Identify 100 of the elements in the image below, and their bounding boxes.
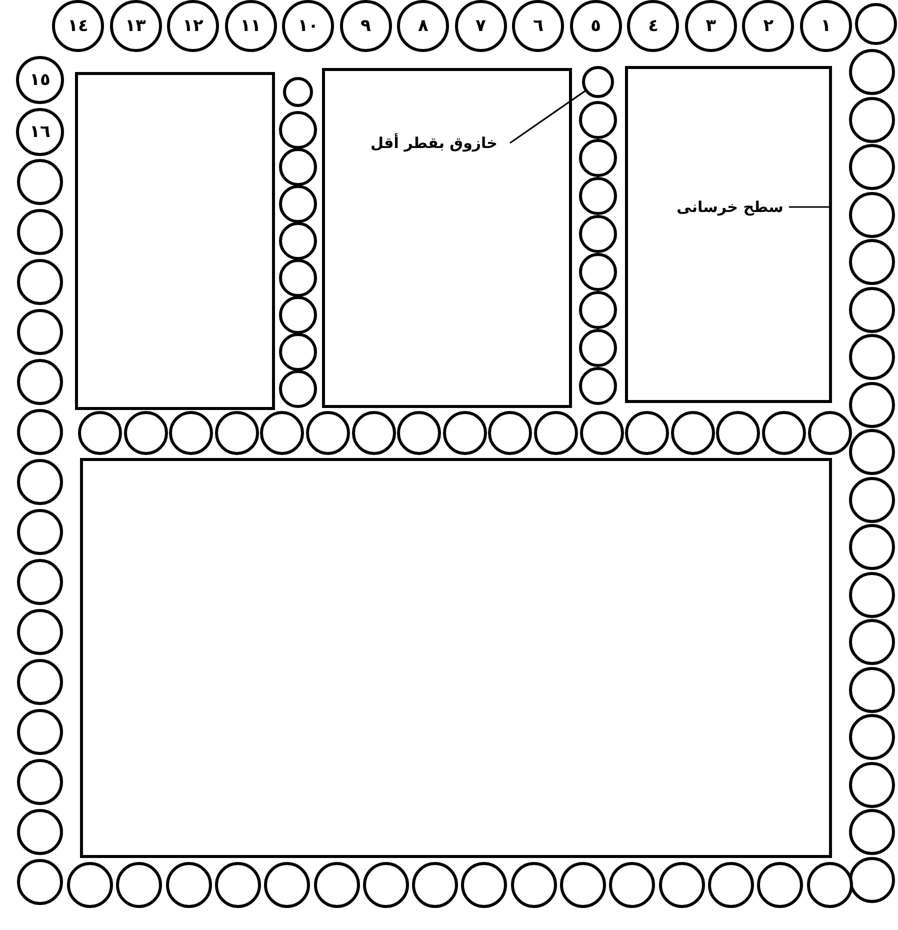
pile-circle bbox=[579, 291, 617, 329]
pile-circle bbox=[306, 411, 350, 455]
pile-number: ١٥ bbox=[30, 72, 50, 88]
pile-circle bbox=[579, 329, 617, 367]
pile-circle bbox=[17, 459, 63, 505]
pile-circle bbox=[580, 411, 624, 455]
pile-circle bbox=[169, 411, 214, 455]
pile-circle bbox=[625, 411, 670, 455]
pile-number: ٢ bbox=[763, 18, 774, 34]
pile-number: ١٢ bbox=[182, 18, 204, 34]
pile-circle bbox=[708, 862, 754, 908]
pile-circle bbox=[67, 862, 113, 908]
pile-number: ٥ bbox=[590, 18, 602, 34]
pile-circle bbox=[17, 359, 63, 405]
pile-circle bbox=[442, 411, 487, 455]
pile-number: ١٤ bbox=[68, 18, 88, 34]
pile-circle bbox=[560, 862, 606, 908]
pile-circle bbox=[264, 862, 310, 908]
pile-circle bbox=[17, 159, 63, 205]
pile-circle bbox=[17, 859, 63, 905]
callout-label: سطح خرسانى bbox=[671, 193, 789, 221]
pile-circle bbox=[488, 411, 532, 455]
pile-circle bbox=[757, 862, 804, 908]
pile-circle bbox=[579, 367, 617, 405]
pile-circle bbox=[17, 609, 63, 655]
pile-number: ٨ bbox=[418, 18, 428, 34]
concrete-slab bbox=[625, 66, 832, 403]
pile-circle bbox=[279, 370, 317, 408]
pile-circle bbox=[849, 572, 895, 618]
pile-circle bbox=[579, 177, 617, 215]
pile-circle bbox=[17, 509, 63, 555]
pile-circle bbox=[279, 296, 317, 334]
pile-circle bbox=[214, 411, 259, 455]
pile-number: ٦ bbox=[533, 18, 544, 34]
pile-circle bbox=[279, 185, 317, 223]
pile-circle bbox=[579, 139, 617, 177]
pile-circle bbox=[362, 862, 409, 908]
pile-circle bbox=[762, 411, 806, 455]
pile-circle bbox=[283, 77, 313, 107]
pile-circle bbox=[849, 619, 895, 665]
pile-circle bbox=[17, 259, 63, 305]
pile-circle bbox=[260, 411, 304, 455]
pile-circle bbox=[214, 862, 261, 908]
pile-circle bbox=[534, 411, 578, 455]
pile-circle bbox=[582, 66, 614, 98]
pile-circle bbox=[849, 666, 895, 712]
pile-circle bbox=[279, 222, 317, 260]
pile-circle bbox=[279, 148, 317, 186]
pile-circle bbox=[461, 862, 508, 908]
pile-circle bbox=[116, 862, 162, 908]
pile-circle bbox=[78, 411, 122, 455]
pile-circle bbox=[17, 709, 63, 755]
pile-circle bbox=[110, 0, 162, 52]
pile-number: ٤ bbox=[648, 18, 659, 34]
pile-circle bbox=[16, 108, 64, 156]
pile-circle bbox=[849, 286, 895, 332]
pile-circle bbox=[849, 239, 895, 285]
pile-circle bbox=[279, 111, 317, 149]
pile-circle bbox=[609, 862, 656, 908]
pile-circle bbox=[849, 762, 895, 808]
pile-circle bbox=[17, 309, 63, 355]
pile-circle bbox=[849, 144, 895, 190]
callout-label: خازوق بقطر أقل bbox=[358, 128, 510, 158]
pile-circle bbox=[16, 56, 64, 104]
pile-circle bbox=[17, 759, 63, 805]
leader-line bbox=[789, 206, 830, 208]
pile-number: ١٠ bbox=[298, 18, 318, 34]
concrete-slab bbox=[322, 68, 572, 408]
pile-circle bbox=[17, 659, 63, 705]
pile-circle bbox=[849, 96, 895, 142]
pile-circle bbox=[849, 714, 895, 760]
pile-circle bbox=[579, 215, 617, 253]
pile-number: ٧ bbox=[476, 18, 486, 34]
pile-circle bbox=[806, 862, 852, 908]
pile-circle bbox=[397, 411, 442, 455]
pile-number: ٩ bbox=[360, 18, 371, 34]
pile-circle bbox=[849, 382, 895, 428]
pile-circle bbox=[17, 559, 63, 605]
pile-circle bbox=[124, 411, 168, 455]
pile-circle bbox=[808, 411, 852, 455]
pile-circle bbox=[579, 101, 617, 139]
pile-circle bbox=[510, 862, 557, 908]
pile-circle bbox=[279, 259, 317, 297]
pile-circle bbox=[800, 0, 852, 52]
pile-circle bbox=[166, 862, 212, 908]
concrete-slab bbox=[75, 72, 275, 410]
pile-circle bbox=[849, 49, 895, 95]
pile-number: ٣ bbox=[706, 18, 716, 34]
concrete-slab bbox=[80, 458, 832, 858]
pile-circle bbox=[849, 809, 895, 855]
pile-circle bbox=[579, 253, 617, 291]
pile-circle bbox=[855, 3, 897, 45]
pile-number: ١٦ bbox=[30, 124, 50, 140]
leader-line bbox=[510, 90, 586, 144]
pile-circle bbox=[412, 862, 458, 908]
pile-circle bbox=[658, 862, 705, 908]
pile-circle bbox=[17, 209, 63, 255]
pile-circle bbox=[849, 524, 895, 570]
pile-number: ١١ bbox=[240, 18, 261, 34]
pile-circle bbox=[17, 809, 63, 855]
